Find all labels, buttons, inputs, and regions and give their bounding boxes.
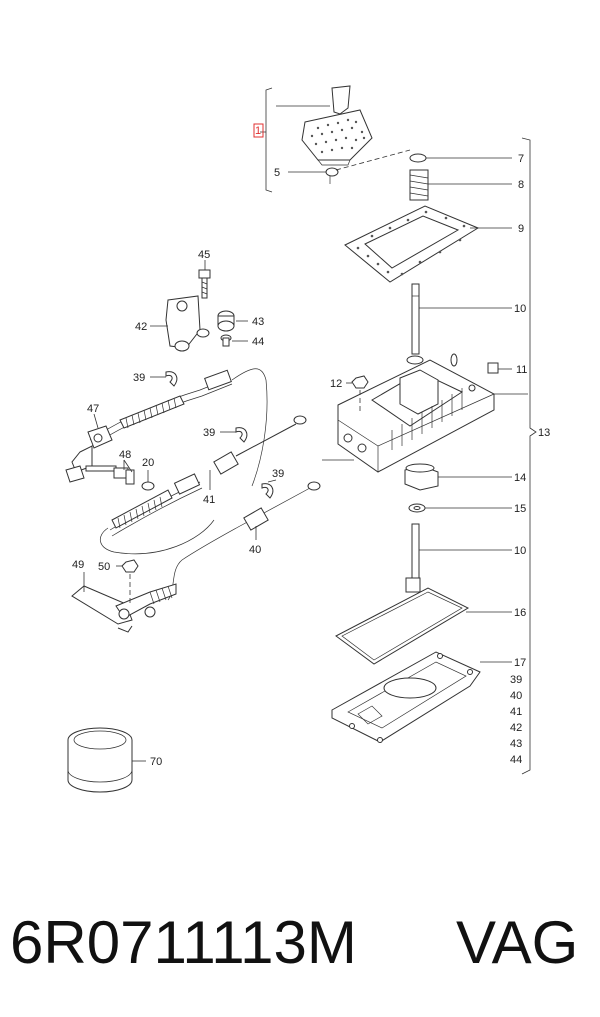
clip-39-lower: [261, 483, 274, 499]
label-44-list: 44: [510, 754, 522, 766]
label-39-upper: 39: [133, 372, 145, 384]
retaining-ring-7: [409, 153, 427, 163]
shift-cable-upper: [89, 368, 268, 487]
label-9: 9: [518, 223, 524, 235]
bracket-42: [165, 295, 201, 352]
shift-cable-41: [100, 415, 307, 555]
gasket-9: [344, 205, 480, 283]
label-44: 44: [252, 336, 264, 348]
label-10-bottom: 10: [514, 545, 526, 557]
sleeve-70: [67, 727, 133, 793]
label-14: 14: [514, 472, 526, 484]
footer: 6R0711113M VAG: [0, 888, 600, 998]
label-42: 42: [135, 321, 147, 333]
spring-8: [409, 169, 429, 201]
shift-cable-40: [167, 481, 321, 601]
bushing-14: [404, 463, 439, 491]
clip-44: [220, 334, 232, 347]
bolt-45: [198, 269, 211, 299]
label-40: 40: [249, 544, 261, 556]
label-15: 15: [514, 503, 526, 515]
label-20: 20: [142, 457, 154, 469]
part-number: 6R0711113M: [10, 909, 357, 976]
shifter-housing: [337, 353, 495, 473]
label-49: 49: [72, 559, 84, 571]
clip-39-upper: [165, 371, 178, 387]
label-11: 11: [516, 364, 527, 376]
clip-part-5: [325, 167, 339, 184]
label-48: 48: [119, 449, 131, 461]
label-43: 43: [252, 316, 264, 328]
label-40-list: 40: [510, 690, 522, 702]
bolt-48: [85, 465, 135, 485]
label-43-list: 43: [510, 738, 522, 750]
base-plate-17: [331, 651, 481, 743]
label-39-middle: 39: [203, 427, 215, 439]
label-8: 8: [518, 179, 524, 191]
label-39-lower: 39: [272, 468, 284, 480]
label-16: 16: [514, 607, 526, 619]
label-39-list: 39: [510, 674, 522, 686]
label-17: 17: [514, 657, 526, 669]
label-42-list: 42: [510, 722, 522, 734]
clip-39-middle: [235, 427, 248, 443]
nut-11: [487, 362, 499, 374]
cable-end-47: [65, 425, 113, 483]
brand-name: VAG: [456, 909, 579, 976]
nut-12: [351, 375, 369, 389]
nut-20: [141, 481, 155, 491]
label-12: 12: [330, 378, 342, 390]
highlight-box: [253, 123, 264, 138]
label-45: 45: [198, 249, 210, 261]
gear-knob: [301, 85, 373, 166]
label-1: 1: [255, 125, 261, 137]
label-7: 7: [518, 153, 524, 165]
gasket-16: [335, 587, 470, 665]
shift-lever-10: [411, 283, 420, 355]
label-47: 47: [87, 403, 99, 415]
shift-lever-lower: [405, 523, 421, 593]
label-5: 5: [274, 167, 280, 179]
lever-49: [71, 583, 177, 633]
label-41: 41: [203, 494, 215, 506]
nut-50: [121, 559, 139, 573]
label-41-list: 41: [510, 706, 522, 718]
exploded-parts-diagram: 1 5 7 8 9 10 13: [65, 85, 550, 793]
label-10-top: 10: [514, 303, 526, 315]
label-70: 70: [150, 756, 162, 768]
bushing-43: [196, 310, 235, 338]
washer-15: [408, 503, 426, 513]
label-13: 13: [538, 427, 550, 439]
label-50: 50: [98, 561, 110, 573]
